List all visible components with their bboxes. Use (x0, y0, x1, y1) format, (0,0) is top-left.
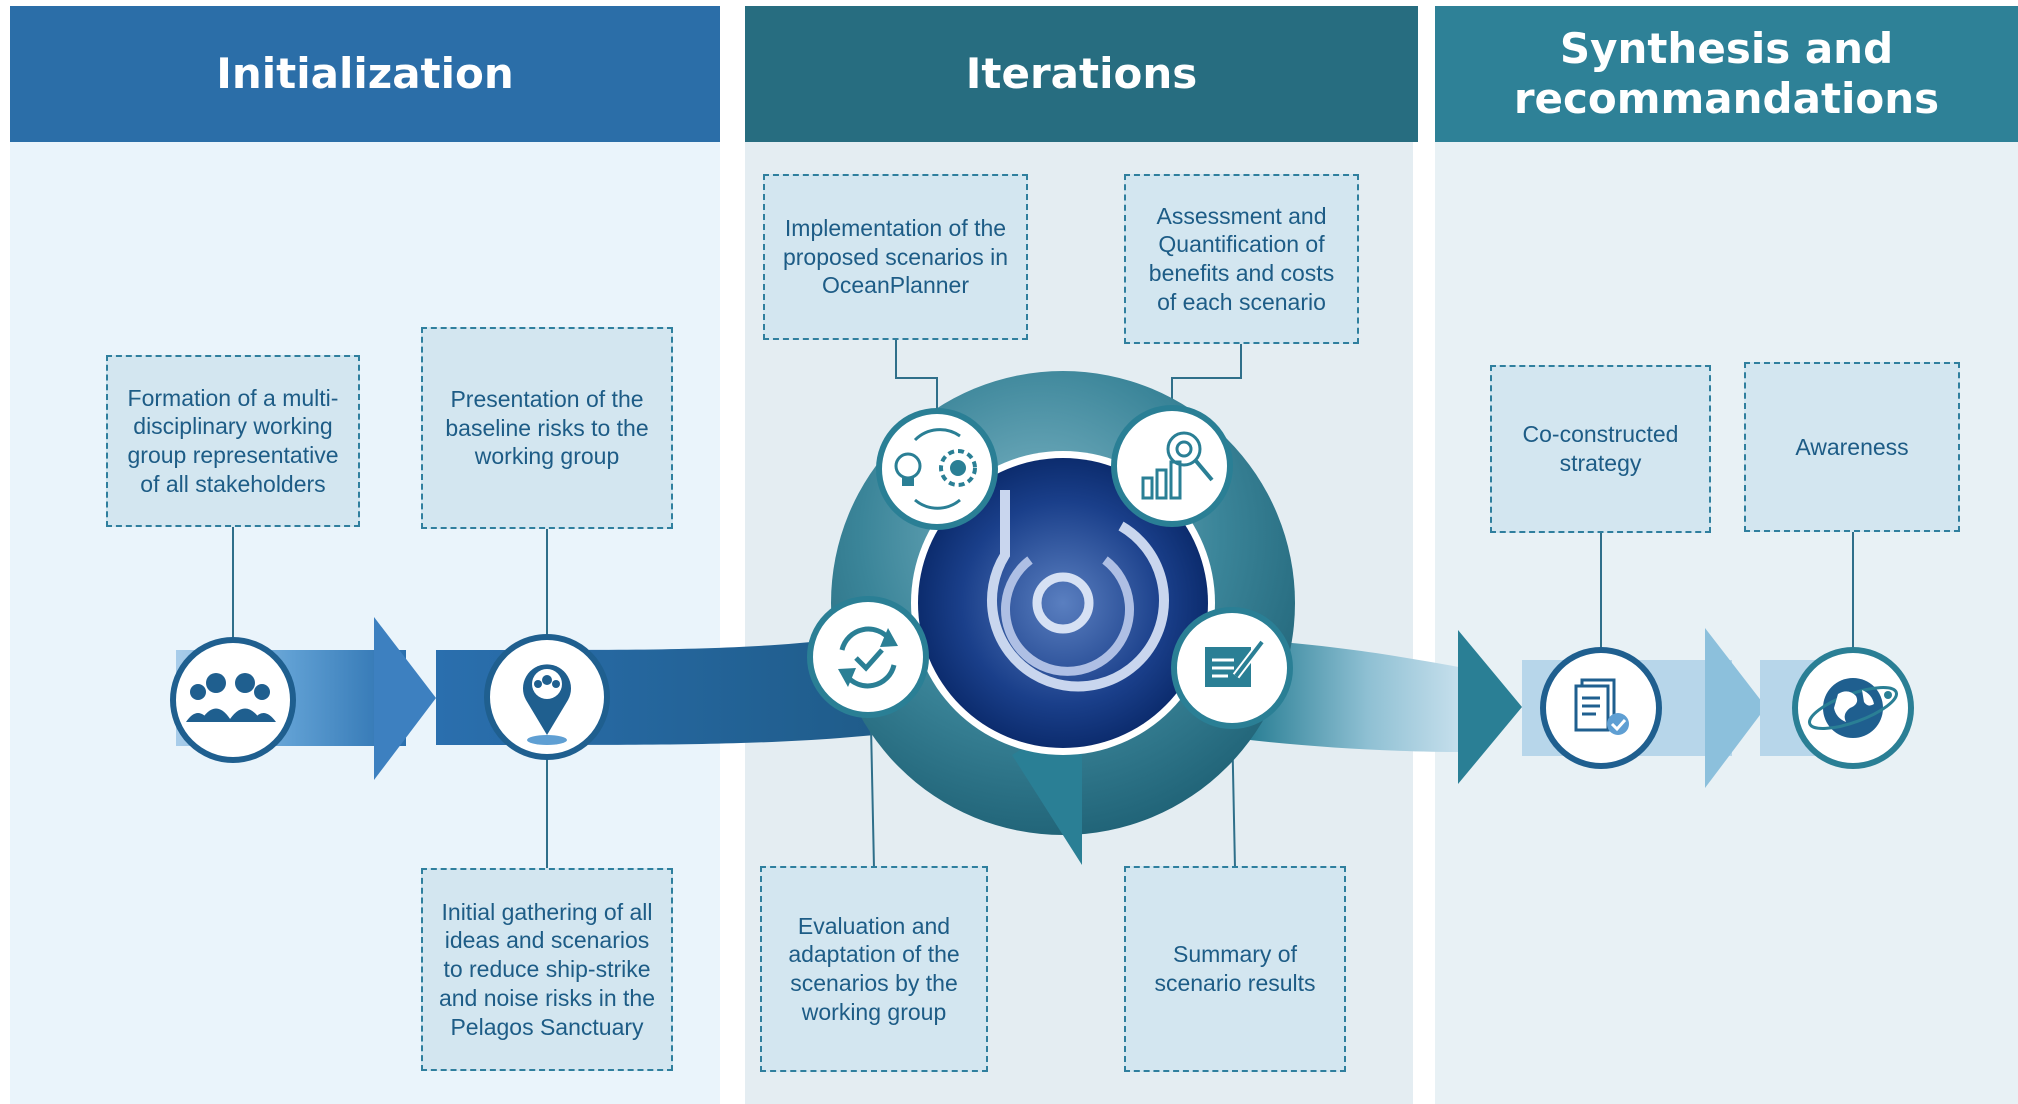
formation-text: Formation of a multi-disciplinary workin… (127, 384, 339, 497)
summary-text: Summary of scenario results (1154, 941, 1316, 996)
awareness-text: Awareness (1795, 433, 1909, 460)
implementation-box: Implementation of the proposed scenarios… (763, 174, 1028, 340)
awareness-box: Awareness (1744, 362, 1960, 532)
iterations-title: Iterations (965, 48, 1198, 98)
initialization-title: Initialization (216, 48, 514, 98)
gathering-box: Initial gathering of all ideas and scena… (421, 868, 673, 1071)
edit-document-icon (1171, 607, 1293, 729)
location-people-icon (484, 634, 610, 760)
implementation-text: Implementation of the proposed scenarios… (782, 214, 1009, 299)
group-icon (170, 637, 296, 763)
chart-gear-icon (1111, 405, 1233, 527)
connector-lines (232, 338, 1854, 869)
synthesis-title: Synthesis and recommandations (1513, 23, 1940, 123)
oceanplanner-logo (918, 458, 1208, 748)
assessment-box: Assessment and Quantification of benefit… (1124, 174, 1359, 344)
refresh-check-icon (807, 596, 929, 718)
globe-icon (1792, 647, 1914, 769)
presentation-text: Presentation of the baseline risks to th… (445, 385, 649, 470)
presentation-box: Presentation of the baseline risks to th… (421, 327, 673, 529)
evaluation-box: Evaluation and adaptation of the scenari… (760, 866, 988, 1072)
strategy-text: Co-constructed strategy (1522, 421, 1679, 476)
iterations-header: Iterations (745, 6, 1418, 142)
assessment-text: Assessment and Quantification of benefit… (1148, 202, 1335, 315)
gathering-text: Initial gathering of all ideas and scena… (438, 898, 656, 1040)
synthesis-panel (1435, 138, 2018, 1104)
document-check-icon (1540, 647, 1662, 769)
synthesis-header: Synthesis and recommandations (1435, 6, 2018, 142)
initialization-header: Initialization (10, 6, 720, 142)
formation-box: Formation of a multi-disciplinary workin… (106, 355, 360, 527)
summary-box: Summary of scenario results (1124, 866, 1346, 1072)
evaluation-text: Evaluation and adaptation of the scenari… (788, 912, 960, 1025)
idea-gear-icon (876, 408, 998, 530)
strategy-box: Co-constructed strategy (1490, 365, 1711, 533)
